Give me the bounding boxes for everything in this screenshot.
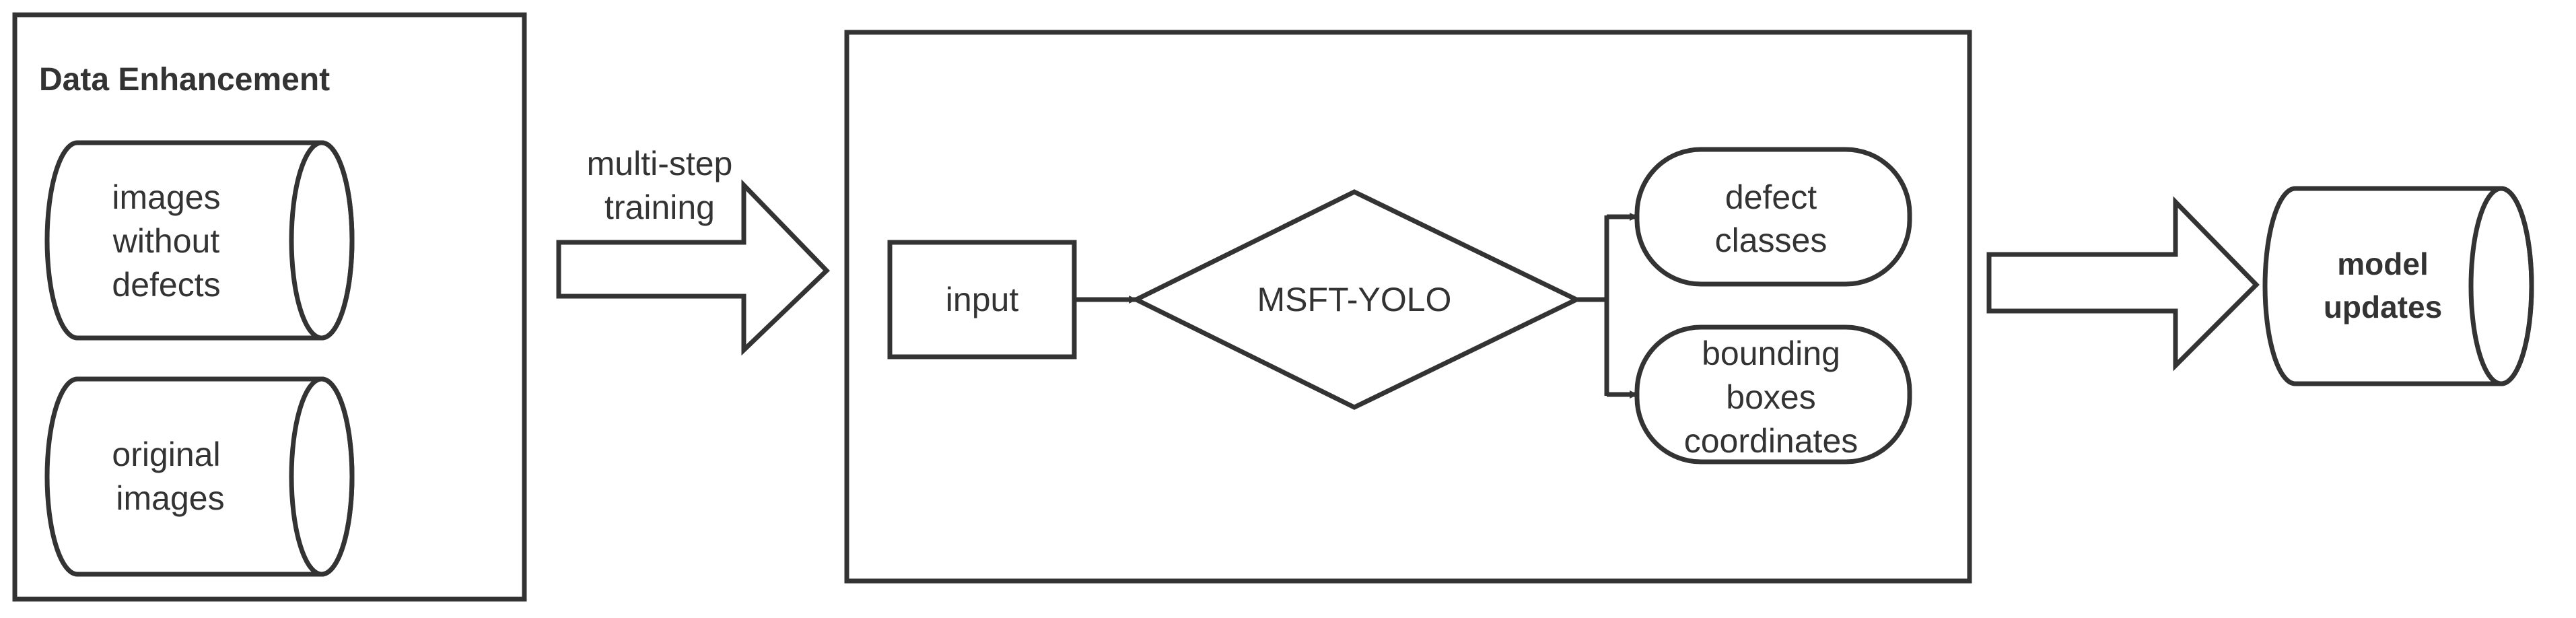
db-top-line-3: defects — [112, 266, 220, 304]
db-top-line-2: without — [112, 222, 220, 260]
model-panel — [844, 30, 1972, 584]
db-top-line-1: images — [112, 178, 220, 216]
input-label: input — [946, 281, 1019, 318]
output-bounding-boxes: bounding boxes coordinates — [1634, 324, 1912, 465]
database-images-without-defects: images without defects — [44, 140, 355, 341]
data-enhancement-panel — [12, 12, 527, 602]
model-label: MSFT-YOLO — [1257, 281, 1452, 318]
output-defect-classes: defect classes — [1634, 147, 1912, 287]
multi-step-training-arrow: multi-step training — [556, 145, 830, 356]
right-db-line-2: updates — [2324, 289, 2442, 324]
output-bottom-line-1: bounding — [1702, 335, 1840, 372]
arrow-label-line-1: multi-step — [587, 145, 733, 182]
input-box: input — [887, 240, 1077, 359]
database-model-updates: model updates — [2262, 186, 2534, 386]
database-original-images: original images — [44, 376, 355, 577]
output-top-line-2: classes — [1715, 221, 1827, 259]
output-bottom-line-3: coordinates — [1684, 422, 1858, 460]
connector-model-to-outputs — [1576, 213, 1638, 399]
msft-yolo-diamond: MSFT-YOLO — [1131, 189, 1582, 410]
output-top-line-1: defect — [1725, 178, 1817, 216]
model-updates-arrow — [1986, 196, 2260, 372]
db-bottom-line-2: images — [116, 479, 224, 517]
db-bottom-line-1: original — [112, 436, 220, 473]
arrow-label-line-2: training — [604, 188, 715, 226]
data-enhancement-title: Data Enhancement — [39, 62, 330, 98]
output-bottom-line-2: boxes — [1726, 378, 1815, 416]
right-db-line-1: model — [2337, 246, 2428, 281]
